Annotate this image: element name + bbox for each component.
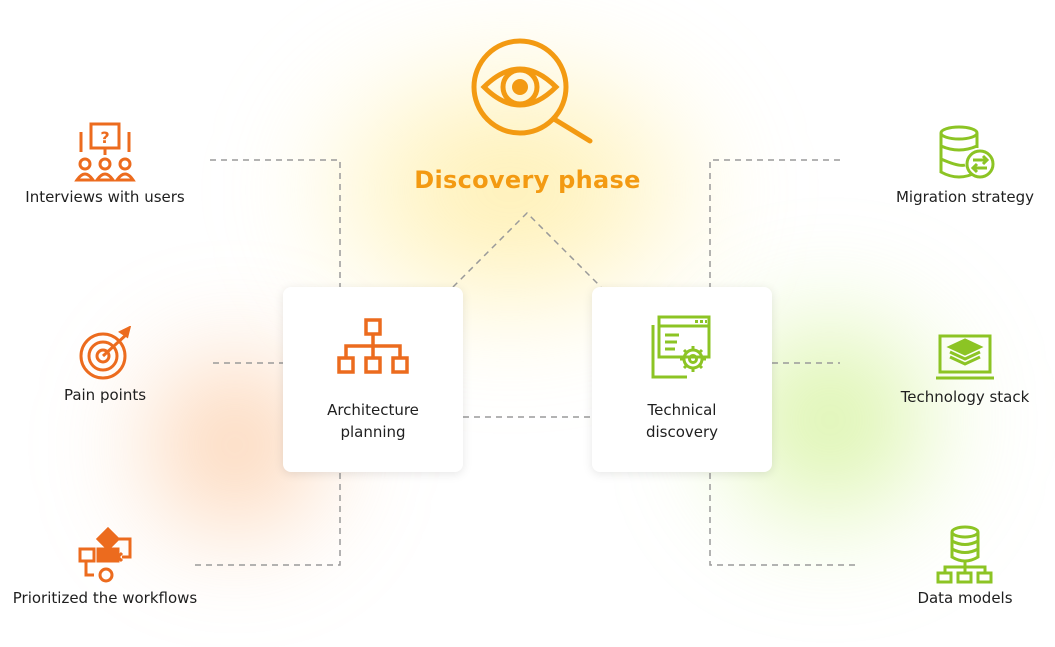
technical-discovery-card: Technical discovery <box>592 287 772 472</box>
left-item: ? Interviews with users <box>10 122 200 206</box>
item-label: Migration strategy <box>895 188 1035 206</box>
database-migration-icon <box>939 125 995 179</box>
right-item: Technology stack <box>885 330 1045 406</box>
hierarchy-icon <box>337 318 409 374</box>
item-label: Interviews with users <box>25 188 185 206</box>
left-item: Prioritized the workflows <box>5 527 205 607</box>
architecture-planning-card: Architecture planning <box>283 287 463 472</box>
page-title: Discovery phase <box>414 166 641 194</box>
right-item: Migration strategy <box>880 124 1050 206</box>
svg-text:?: ? <box>100 128 109 147</box>
stack-laptop-icon <box>936 334 994 380</box>
item-label: Pain points <box>63 386 147 404</box>
item-label: Technology stack <box>900 388 1030 406</box>
right-item: Data models <box>885 525 1045 607</box>
workflow-icon <box>78 527 132 583</box>
window-gear-icon <box>651 315 711 379</box>
item-label: Prioritized the workflows <box>12 589 198 607</box>
left-item: Pain points <box>10 326 200 404</box>
card-label: Architecture planning <box>327 401 419 441</box>
item-label: Data models <box>917 589 1013 607</box>
card-label: Technical discovery <box>645 401 719 441</box>
target-icon <box>79 326 132 380</box>
data-model-icon <box>936 525 993 584</box>
eye-magnifier-icon <box>471 38 593 144</box>
interview-icon: ? <box>74 122 136 182</box>
